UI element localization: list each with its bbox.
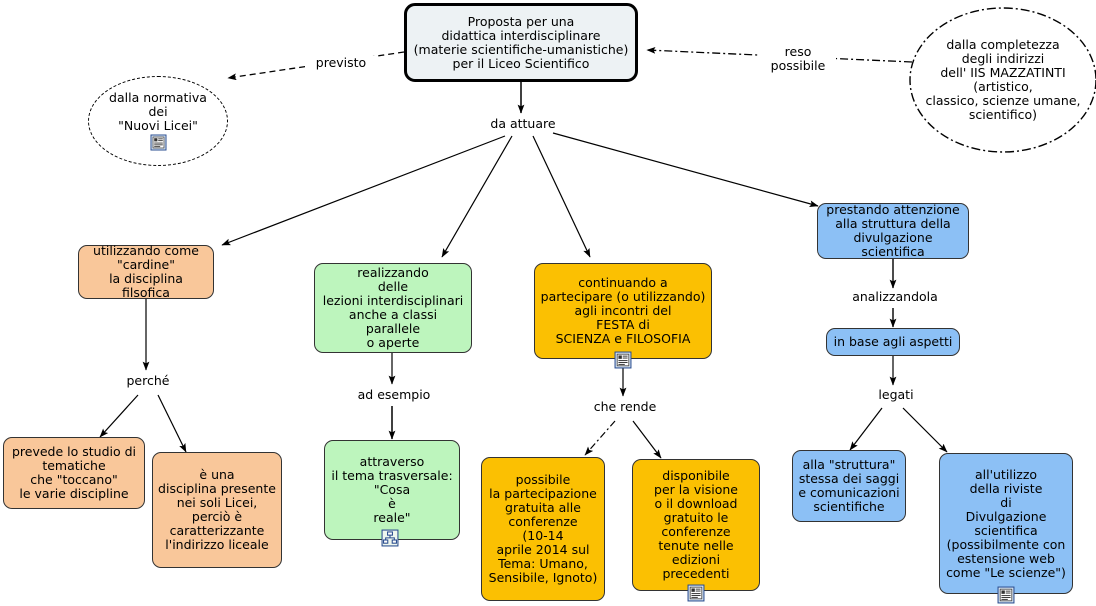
node-divulgazione[interactable]: prestando attenzione alla struttura dell… xyxy=(817,203,969,259)
node-disciplina-licei[interactable]: è una disciplina presente nei soli Licei… xyxy=(152,452,282,568)
node-riviste[interactable]: all'utilizzo della riviste di Divulgazio… xyxy=(939,453,1073,594)
node-cardine-label: utilizzando come "cardine" la disciplina… xyxy=(93,243,199,300)
node-aspetti-label: in base agli aspetti xyxy=(833,334,953,349)
link-label-legati: legati xyxy=(868,388,924,402)
node-disciplina-licei-label: è una disciplina presente nei soli Licei… xyxy=(158,467,276,552)
node-trasversale[interactable]: attraverso il tema trasversale: "Cosa è … xyxy=(324,440,460,540)
node-tematiche-label: prevede lo studio di tematiche che "tocc… xyxy=(11,444,137,501)
link-label-da-attuare: da attuare xyxy=(483,117,563,131)
document-icon[interactable] xyxy=(687,584,705,602)
document-icon[interactable] xyxy=(997,586,1015,604)
node-struttura-saggi[interactable]: alla "struttura" stessa dei saggi e comu… xyxy=(792,450,906,522)
link-label-ad-esempio: ad esempio xyxy=(350,388,438,402)
node-festa[interactable]: continuando a partecipare (o utilizzando… xyxy=(534,263,712,359)
concept-map-icon[interactable] xyxy=(381,529,399,547)
link-label-che-rende: che rende xyxy=(588,400,662,414)
edge-perche-tematiche xyxy=(99,394,139,438)
node-partecipazione-label: possibile la partecipazione gratuita all… xyxy=(488,472,598,585)
node-riviste-label: all'utilizzo della riviste di Divulgazio… xyxy=(946,466,1066,580)
node-download-label: disponibile per la visione o il download… xyxy=(654,468,738,581)
link-label-analizzandola: analizzandola xyxy=(841,290,949,304)
node-tematiche[interactable]: prevede lo studio di tematiche che "tocc… xyxy=(3,437,145,509)
document-icon[interactable] xyxy=(614,351,632,369)
document-icon[interactable] xyxy=(150,134,167,151)
node-festa-label: continuando a partecipare (o utilizzando… xyxy=(540,275,706,346)
node-aspetti[interactable]: in base agli aspetti xyxy=(826,328,960,356)
node-root-label: Proposta per una didattica interdiscipli… xyxy=(413,13,629,71)
node-partecipazione[interactable]: possibile la partecipazione gratuita all… xyxy=(481,457,605,601)
edge-daattuare-festa xyxy=(532,135,591,258)
node-lezioni[interactable]: realizzando delle lezioni interdisciplin… xyxy=(314,263,472,353)
node-cardine[interactable]: utilizzando come "cardine" la disciplina… xyxy=(78,243,214,300)
node-completezza[interactable]: dalla completezza degli indirizzi dell' … xyxy=(912,22,1094,138)
node-struttura-saggi-label: alla "struttura" stessa dei saggi e comu… xyxy=(798,457,900,514)
edge-cherende-partecipazione xyxy=(584,420,616,456)
node-root[interactable]: Proposta per una didattica interdiscipli… xyxy=(404,3,638,82)
node-normativa[interactable]: dalla normativa dei "Nuovi Licei" xyxy=(88,76,228,166)
node-trasversale-label: attraverso il tema trasversale: "Cosa è … xyxy=(331,454,453,525)
edge-cherende-download xyxy=(632,420,662,459)
edge-perche-disciplina xyxy=(157,394,187,453)
edge-daattuare-lezioni xyxy=(441,135,513,258)
edge-legati-riviste xyxy=(902,407,948,453)
link-label-reso-possibile: reso possibile xyxy=(760,45,836,73)
node-lezioni-label: realizzando delle lezioni interdisciplin… xyxy=(322,265,464,350)
link-label-perche: perché xyxy=(119,374,177,388)
edge-daattuare-divulgazione xyxy=(552,132,819,208)
node-divulgazione-label: prestando attenzione alla struttura dell… xyxy=(826,202,960,259)
node-completezza-label: dalla completezza degli indirizzi dell' … xyxy=(925,37,1081,122)
edge-daattuare-cardine xyxy=(221,135,506,246)
node-download[interactable]: disponibile per la visione o il download… xyxy=(632,459,760,591)
link-label-previsto: previsto xyxy=(305,56,377,70)
node-normativa-label: dalla normativa dei "Nuovi Licei" xyxy=(109,90,207,133)
edge-legati-struttura xyxy=(849,407,883,451)
